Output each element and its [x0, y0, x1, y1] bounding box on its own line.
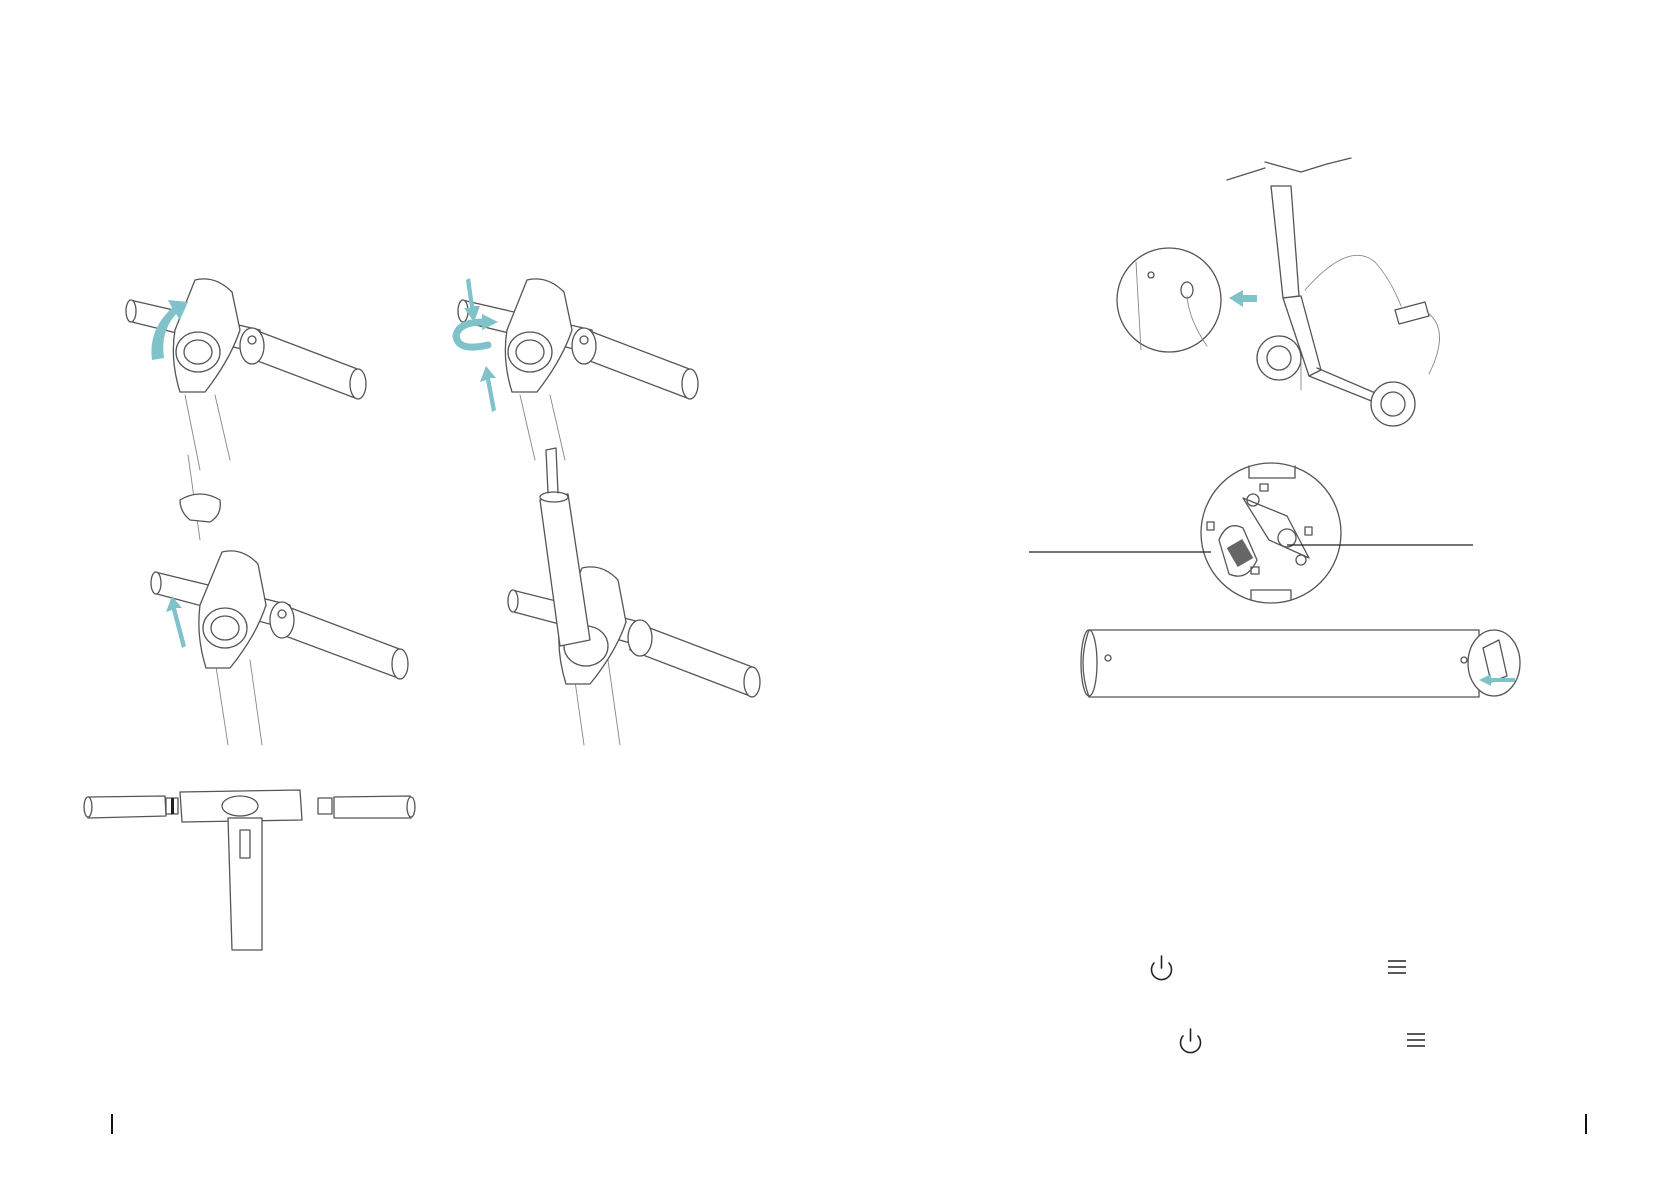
- handlebar-assembly-figure: [0, 0, 839, 1191]
- step-1-handlebar-illustration: [126, 279, 366, 470]
- menu-icon: [1407, 1034, 1425, 1046]
- step-4-handlebar-with-tube-illustration: [508, 448, 760, 745]
- right-page: [839, 0, 1678, 1191]
- battery-tube-illustration: [1081, 630, 1520, 697]
- power-icon: [1181, 1029, 1201, 1053]
- menu-icon: [1388, 961, 1406, 973]
- scooter-charging-illustration: [1117, 158, 1440, 426]
- power-icon: [1152, 956, 1172, 980]
- battery-endcap-illustration: [1029, 463, 1473, 603]
- stem-cap-illustration: [180, 455, 220, 540]
- left-page: [0, 0, 839, 1191]
- charging-and-battery-figure: [839, 0, 1678, 1191]
- icon-row-1: [1152, 956, 1407, 980]
- step-3-handlebar-illustration: [456, 278, 698, 460]
- icon-row-2: [1181, 1029, 1426, 1053]
- step-2-handlebar-illustration: [151, 551, 408, 745]
- page-margin-marker-left: [111, 1114, 113, 1134]
- step-5-handlebar-front-view-illustration: [84, 790, 415, 950]
- page-margin-marker-right: [1585, 1114, 1587, 1134]
